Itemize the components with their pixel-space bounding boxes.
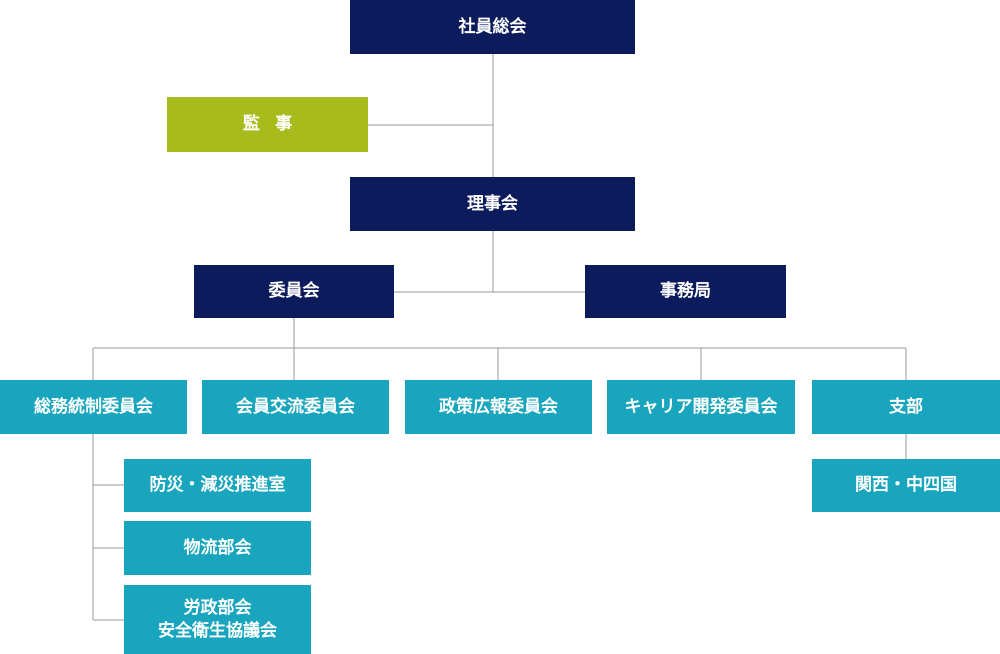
node-general-affairs: 総務統制委員会	[0, 380, 187, 434]
node-label: キャリア開発委員会	[624, 396, 778, 417]
node-career-dev: キャリア開発委員会	[607, 380, 795, 434]
node-auditor: 監事	[167, 97, 368, 152]
node-member-exchange: 会員交流委員会	[202, 380, 389, 434]
node-labor: 労政部会 安全衛生協議会	[124, 585, 311, 654]
node-label: 事務局	[660, 281, 711, 302]
node-label: 理事会	[467, 193, 518, 214]
node-label: 社員総会	[458, 16, 527, 37]
node-label-line-2: 安全衛生協議会	[158, 620, 277, 641]
node-label: 会員交流委員会	[236, 396, 355, 417]
node-board: 理事会	[350, 177, 635, 231]
node-secretariat: 事務局	[585, 265, 786, 318]
node-logistics: 物流部会	[124, 521, 311, 575]
node-label: 総務統制委員会	[34, 396, 153, 417]
node-label: 監事	[242, 114, 308, 135]
node-disaster: 防災・減災推進室	[124, 459, 311, 512]
node-label: 防災・減災推進室	[149, 475, 286, 496]
node-label: 政策広報委員会	[439, 396, 558, 417]
node-policy-pr: 政策広報委員会	[405, 380, 592, 434]
node-label-line-1: 労政部会	[183, 597, 252, 618]
node-committee: 委員会	[194, 265, 394, 318]
node-label: 支部	[889, 396, 923, 417]
node-kansai: 関西・中四国	[812, 459, 1000, 512]
node-label: 関西・中四国	[855, 475, 957, 496]
node-general-meeting: 社員総会	[350, 0, 635, 54]
node-label: 物流部会	[183, 537, 252, 558]
node-branch: 支部	[812, 380, 1000, 434]
node-label: 委員会	[268, 281, 320, 302]
